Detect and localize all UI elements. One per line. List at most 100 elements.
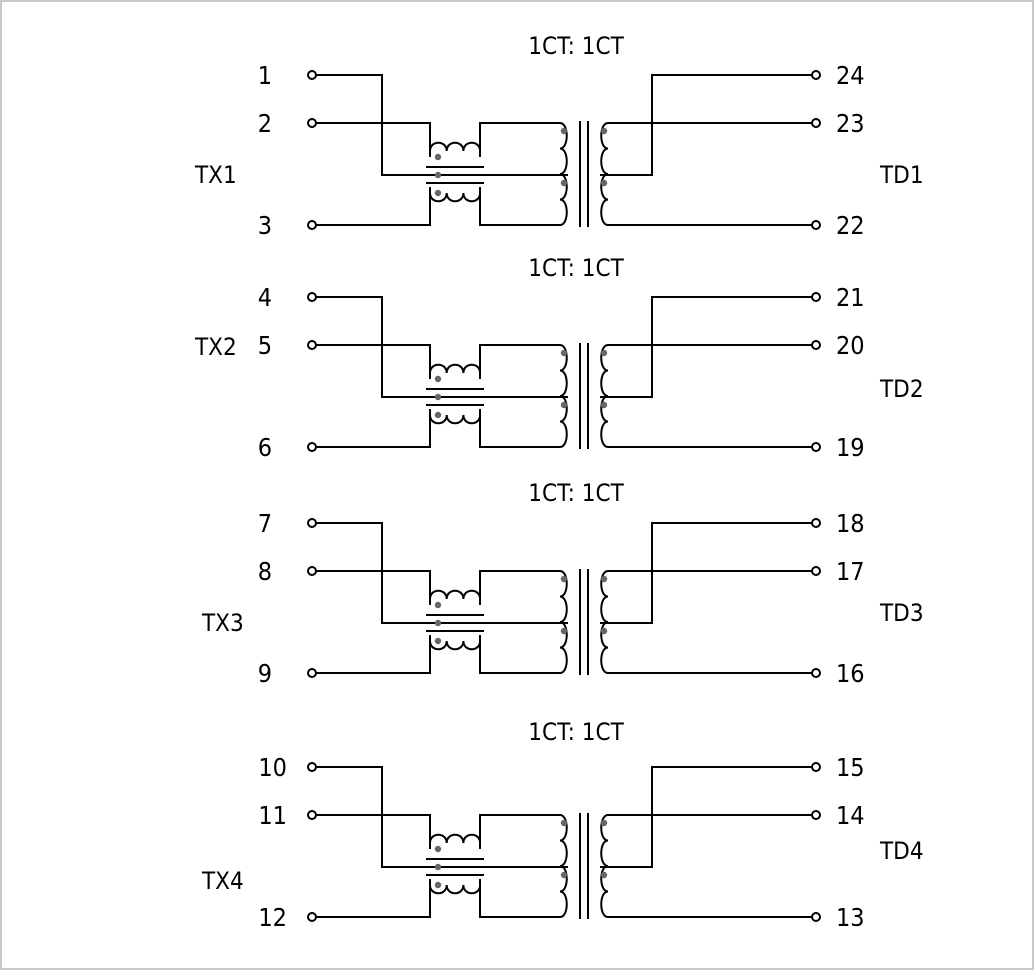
pin-number-right: 22 — [836, 211, 865, 240]
polarity-dot — [560, 819, 568, 827]
pin-number-left: 7 — [258, 509, 272, 538]
polarity-dot — [600, 127, 608, 135]
pin-number-left: 6 — [258, 433, 272, 462]
wire — [600, 296, 816, 398]
wire — [312, 409, 431, 448]
polarity-dot — [560, 127, 568, 135]
pin-terminal-right — [811, 340, 821, 350]
polarity-dot — [560, 575, 568, 583]
wire — [312, 296, 568, 398]
pin-terminal-right — [811, 762, 821, 772]
polarity-dot — [600, 871, 608, 879]
wire — [600, 766, 816, 868]
pin-number-right: 18 — [836, 509, 865, 538]
pin-number-left: 11 — [258, 801, 287, 830]
secondary-winding — [600, 122, 609, 226]
pin-number-left: 3 — [258, 211, 272, 240]
secondary-winding — [600, 570, 609, 674]
pin-number-left: 2 — [258, 109, 272, 138]
choke-winding-top — [429, 363, 482, 374]
polarity-dot — [434, 863, 442, 871]
secondary-winding — [600, 344, 609, 448]
pin-terminal-left — [307, 442, 317, 452]
choke-winding-top — [429, 833, 482, 844]
wire — [312, 814, 431, 849]
polarity-dot — [434, 619, 442, 627]
wire — [479, 344, 560, 379]
channel-label-left: TX3 — [201, 609, 244, 637]
polarity-dot — [434, 601, 442, 609]
polarity-dot — [434, 153, 442, 161]
pin-terminal-right — [811, 442, 821, 452]
wire — [312, 522, 568, 624]
wire — [312, 122, 431, 157]
wire — [479, 570, 560, 605]
wire — [479, 879, 560, 918]
polarity-dot — [434, 637, 442, 645]
pin-terminal-right — [811, 566, 821, 576]
pin-terminal-right — [811, 70, 821, 80]
pin-terminal-right — [811, 292, 821, 302]
polarity-dot — [434, 881, 442, 889]
polarity-dot — [560, 349, 568, 357]
wire — [479, 814, 560, 849]
channel-label-right: TD2 — [879, 375, 924, 403]
polarity-dot — [434, 845, 442, 853]
secondary-winding — [600, 814, 609, 918]
pin-terminal-left — [307, 762, 317, 772]
pin-terminal-left — [307, 566, 317, 576]
choke-winding-top — [429, 589, 482, 600]
pin-terminal-right — [811, 912, 821, 922]
pin-number-left: 1 — [258, 61, 272, 90]
polarity-dot — [560, 401, 568, 409]
pin-number-right: 15 — [836, 753, 865, 782]
choke-winding-top — [429, 141, 482, 152]
channel-label-left: TX1 — [194, 161, 237, 189]
turns-ratio-label: 1CT: 1CT — [528, 718, 624, 746]
wire — [600, 74, 816, 176]
pin-terminal-left — [307, 70, 317, 80]
primary-winding — [559, 344, 568, 448]
pin-number-left: 12 — [258, 903, 287, 932]
polarity-dot — [600, 819, 608, 827]
pin-number-left: 9 — [258, 659, 272, 688]
pin-terminal-left — [307, 518, 317, 528]
pin-terminal-right — [811, 668, 821, 678]
polarity-dot — [560, 179, 568, 187]
choke-winding-bottom — [429, 414, 482, 425]
channel-label-right: TD3 — [879, 599, 924, 627]
turns-ratio-label: 1CT: 1CT — [528, 32, 624, 60]
channel-label-left: TX4 — [201, 867, 244, 895]
pin-number-right: 23 — [836, 109, 865, 138]
polarity-dot — [600, 349, 608, 357]
pin-number-left: 10 — [258, 753, 287, 782]
pin-terminal-left — [307, 912, 317, 922]
wire — [479, 122, 560, 157]
pin-number-right: 13 — [836, 903, 865, 932]
turns-ratio-label: 1CT: 1CT — [528, 254, 624, 282]
polarity-dot — [434, 375, 442, 383]
primary-winding — [559, 570, 568, 674]
pin-number-left: 4 — [258, 283, 272, 312]
polarity-dot — [600, 627, 608, 635]
polarity-dot — [560, 627, 568, 635]
pin-terminal-left — [307, 340, 317, 350]
primary-winding — [559, 814, 568, 918]
channel-label-right: TD1 — [879, 161, 924, 189]
choke-winding-bottom — [429, 640, 482, 651]
pin-terminal-left — [307, 668, 317, 678]
wire — [312, 879, 431, 918]
primary-winding — [559, 122, 568, 226]
polarity-dot — [434, 393, 442, 401]
pin-terminal-left — [307, 220, 317, 230]
pin-number-right: 17 — [836, 557, 865, 586]
turns-ratio-label: 1CT: 1CT — [528, 479, 624, 507]
pin-terminal-right — [811, 220, 821, 230]
pin-number-right: 16 — [836, 659, 865, 688]
pin-number-right: 19 — [836, 433, 865, 462]
